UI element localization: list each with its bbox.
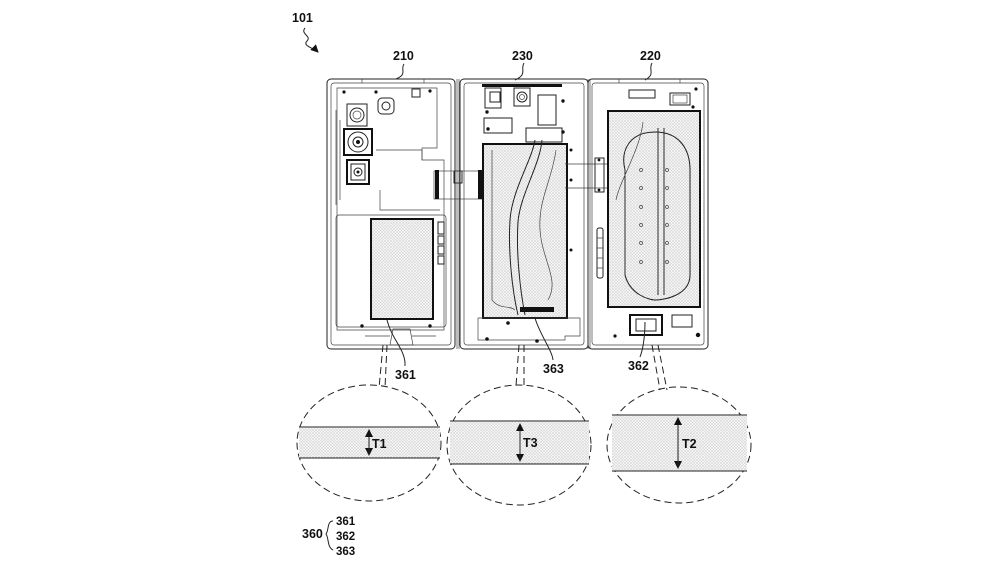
side-key <box>596 227 604 279</box>
battery-362-body <box>608 111 700 307</box>
detail-view-t3: T3 <box>446 384 592 506</box>
callout-lines-center <box>515 344 525 387</box>
detail-view-t1: T1 <box>296 384 442 502</box>
hinge-left <box>433 79 485 349</box>
battery-label-362: 362 <box>628 359 649 373</box>
coil-dots <box>639 168 669 264</box>
housing-leader-right <box>644 62 653 81</box>
housing-leader-center <box>514 62 525 81</box>
legend-member: 363 <box>336 546 355 558</box>
legend-brace <box>325 520 334 551</box>
legend-member: 361 <box>336 516 356 528</box>
device-label: 101 <box>292 11 313 25</box>
layer-t2 <box>612 415 747 471</box>
legend-member: 362 <box>336 531 355 543</box>
thickness-label-t3: T3 <box>523 436 538 450</box>
housing-label-center: 230 <box>512 49 533 63</box>
camera-module <box>335 97 395 205</box>
housing-label-left: 210 <box>393 49 414 63</box>
callout-lines-right <box>651 344 668 391</box>
housing-leader-left <box>395 63 405 80</box>
battery-leader-362 <box>639 321 646 358</box>
legend-group-label: 360 <box>302 527 323 541</box>
callout-lines-left <box>378 344 388 389</box>
battery-362 <box>607 110 701 308</box>
right-housing <box>587 78 709 350</box>
battery-361-body <box>371 219 433 319</box>
left-housing <box>326 78 456 350</box>
battery-label-361: 361 <box>395 368 416 382</box>
housing-label-right: 220 <box>640 49 661 63</box>
detail-view-t2: T2 <box>606 386 752 504</box>
thickness-label-t1: T1 <box>372 437 387 451</box>
battery-361 <box>370 218 434 320</box>
center-housing <box>459 78 604 350</box>
battery-label-363: 363 <box>543 362 564 376</box>
battery-363-body <box>483 144 567 318</box>
thickness-label-t2: T2 <box>682 437 697 451</box>
battery-leader-361 <box>386 319 406 367</box>
battery-leader-363 <box>534 317 554 361</box>
device-leader-arrow <box>303 27 319 53</box>
legend-group: 360 361 362 363 <box>302 516 356 558</box>
